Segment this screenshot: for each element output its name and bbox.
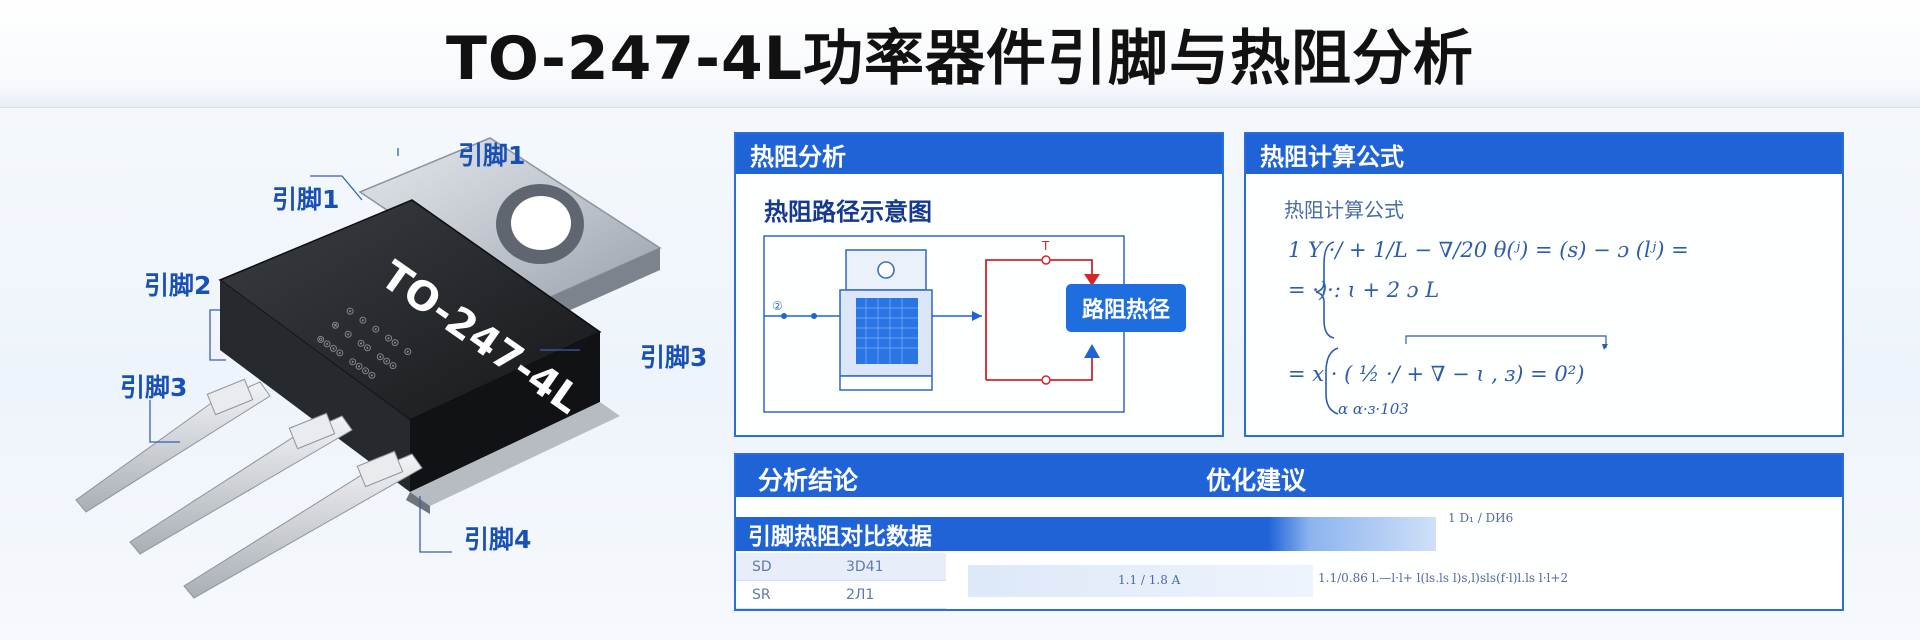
conclusion-footnote: 1.1/0.86 l.—l·l+ l(ls.ls l)s,l)sls(f·l)l… — [1318, 571, 1569, 585]
formula-line-4: α α·ɜ·103 — [1338, 400, 1409, 418]
progress-caption: 1.1 / 1.8 A — [1118, 573, 1181, 587]
pin-label-2: 引脚2 — [144, 271, 212, 300]
progress-track: 1.1 / 1.8 A — [968, 565, 1313, 597]
formula-header: 热阻计算公式 — [1246, 134, 1842, 174]
pin-label-3-left: 引脚3 — [120, 373, 188, 402]
pin-label-1: 引脚1 — [272, 185, 340, 214]
table-row: SR 2Л1 — [736, 581, 946, 609]
formula-brackets — [1315, 241, 1608, 415]
node-label-left: ② — [772, 299, 783, 313]
device-illustration: TO-247-4L ⊙ ⊙ ⊙ ⊙⊙ ⊙ ⊕ ⊙ ⊙⊙ ⊙⊙⊙ ⊚⊙⊙⊙ ⊙⊙⊙… — [60, 120, 740, 630]
formula-line-2: = ·)·: ɩ + 2 ɔ L — [1288, 278, 1440, 302]
thermal-path-diagram: ② T ; — [763, 235, 1181, 413]
pin-thermal-compare-bar: 引脚热阻对比数据 — [736, 517, 1436, 551]
to247-package-drawing: TO-247-4L ⊙ ⊙ ⊙ ⊙⊙ ⊙ ⊕ ⊙ ⊙⊙ ⊙⊙⊙ ⊚⊙⊙⊙ ⊙⊙⊙… — [75, 137, 662, 599]
formula-line-3: = x · ( ½ ·/ + ∇ − ɩ , ɜ) = 0²) — [1288, 362, 1585, 386]
row-key: SD — [752, 558, 772, 575]
pin-label-3-right: 引脚3 — [640, 343, 708, 372]
node-label-top: T — [1041, 239, 1050, 253]
device-leads — [75, 378, 423, 599]
pin-label-4: 引脚4 — [464, 525, 532, 554]
row-key: SR — [752, 586, 771, 603]
thermal-analysis-panel: 热阻分析 热阻路径示意图 ② T ; 路阻热径 — [734, 132, 1224, 437]
metal-tab — [358, 137, 662, 328]
formula-line-1: 1 Y ·/ + 1/L − ∇/20 θ(ʲ) = (s) − ɔ (lʲ) … — [1288, 238, 1689, 262]
device-body: TO-247-4L ⊙ ⊙ ⊙ ⊙⊙ ⊙ ⊕ ⊙ ⊙⊙ ⊙⊙⊙ ⊚⊙⊙⊙ ⊙⊙⊙… — [218, 199, 620, 514]
compare-table: SD 3D41 SR 2Л1 — [736, 553, 946, 609]
thermal-analysis-header: 热阻分析 — [736, 134, 1222, 174]
optimization-advice-title: 优化建议 — [1206, 466, 1307, 495]
row-value: 2Л1 — [846, 586, 875, 603]
conclusion-header: 分析结论 优化建议 — [736, 455, 1842, 497]
leader-lines — [149, 148, 580, 553]
thermal-path-subtitle: 热阻路径示意图 — [764, 198, 932, 226]
formula-subtitle: 热阻计算公式 — [1284, 198, 1404, 222]
table-row: SD 3D41 — [736, 553, 946, 581]
title-bar: TO-247-4L功率器件引脚与热阻分析 — [0, 0, 1920, 108]
page-title: TO-247-4L功率器件引脚与热阻分析 — [445, 24, 1475, 94]
compare-side-note: 1 D₁ / DИ6 — [1448, 511, 1514, 525]
thermal-path-button[interactable]: 路阻热径 — [1066, 284, 1186, 332]
pin-label-top: 引脚1 — [458, 141, 526, 170]
formula-panel: 热阻计算公式 热阻计算公式 1 Y ·/ + 1/L − ∇/20 θ(ʲ) =… — [1244, 132, 1844, 437]
conclusion-panel: 分析结论 优化建议 引脚热阻对比数据 1 D₁ / DИ6 SD 3D41 SR… — [734, 453, 1844, 611]
row-value: 3D41 — [846, 558, 884, 575]
analysis-conclusion-title: 分析结论 — [758, 466, 859, 495]
